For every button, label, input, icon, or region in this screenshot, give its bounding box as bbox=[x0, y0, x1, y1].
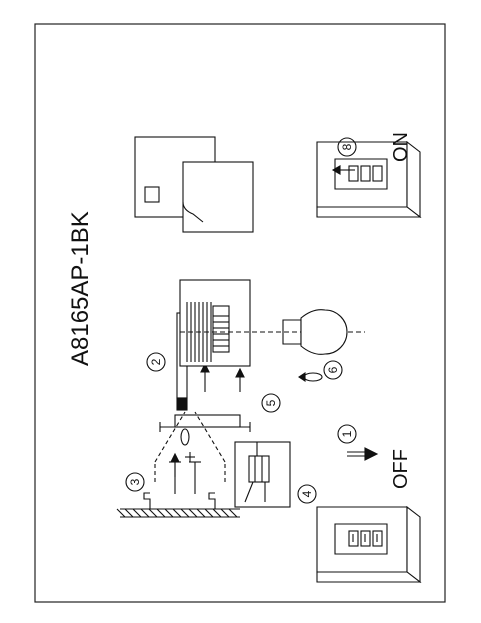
step-4-badge bbox=[297, 484, 317, 504]
step-5-number: 5 bbox=[264, 399, 278, 406]
step-3-badge bbox=[125, 472, 145, 492]
anchor-screws bbox=[169, 461, 201, 494]
assembled-lamp-view bbox=[134, 136, 254, 233]
model-title: A8165AP-1BK bbox=[67, 211, 94, 366]
step-2-badge bbox=[146, 352, 166, 372]
light-bulb-icon bbox=[282, 309, 348, 355]
step-6-badge bbox=[323, 360, 343, 380]
arrow-up-icon bbox=[331, 165, 355, 175]
switch-box-on bbox=[316, 140, 422, 219]
arrow-down-icon bbox=[347, 447, 379, 461]
step-1-badge bbox=[337, 424, 357, 444]
arrow-down-icon bbox=[200, 362, 210, 392]
step-8-badge bbox=[337, 137, 357, 157]
step-5-badge bbox=[261, 393, 281, 413]
step-4-number: 4 bbox=[300, 490, 314, 497]
on-label: ON bbox=[390, 132, 412, 162]
lamp-shade bbox=[179, 279, 251, 367]
diagram-content: A8165AP-1BK 1 OFF bbox=[67, 132, 422, 584]
arrow-down-icon bbox=[235, 367, 245, 392]
terminal-block bbox=[234, 441, 291, 508]
off-label: OFF bbox=[390, 449, 412, 489]
step-2-number: 2 bbox=[149, 358, 163, 365]
step-8-number: 8 bbox=[340, 143, 354, 150]
mounting-bracket bbox=[154, 411, 226, 482]
canopy-plate bbox=[159, 414, 251, 432]
step-1-number: 1 bbox=[340, 430, 354, 437]
step-3-number: 3 bbox=[128, 478, 142, 485]
arrow-down-icon bbox=[170, 452, 180, 477]
step-6-number: 6 bbox=[326, 366, 340, 373]
page-frame bbox=[34, 23, 446, 603]
rotate-arrow-icon bbox=[298, 371, 323, 383]
switch-box-off bbox=[316, 505, 422, 584]
bracket-screws bbox=[180, 428, 195, 462]
wall-section bbox=[116, 492, 240, 518]
